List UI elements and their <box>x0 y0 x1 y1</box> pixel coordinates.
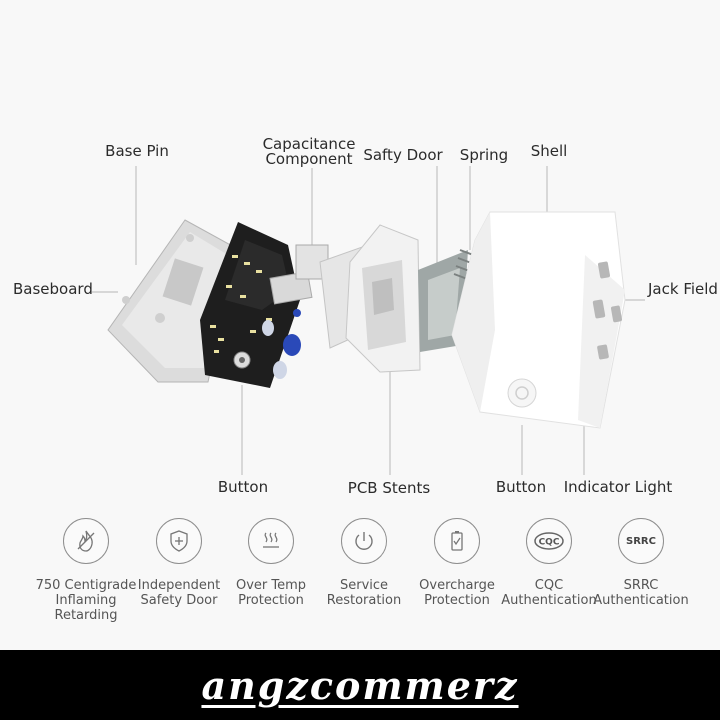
feature-flame-retarding: 750 Centigrade Inflaming Retarding <box>34 518 138 623</box>
feature-label: Service Restoration <box>326 578 402 608</box>
feature-safety-door: Independent Safety Door <box>127 518 231 608</box>
shell-part <box>451 211 626 429</box>
pcb-board-part <box>200 222 329 388</box>
pcb-stent-part <box>319 224 421 373</box>
callout-capacitance-component: Capacitance Component <box>262 135 356 168</box>
callout-pcb-stents: PCB Stents <box>347 479 431 497</box>
exploded-plug-illustration <box>92 166 645 475</box>
cqc-badge-text: CQC <box>539 538 560 548</box>
feature-label: SRRC Authentication <box>593 578 689 608</box>
flame-retardant-icon <box>63 518 109 564</box>
feature-label: CQC Authentication <box>501 578 597 608</box>
brand-footer: angzcommerz <box>0 650 720 720</box>
callout-button-left: Button <box>217 478 269 496</box>
callout-spring: Spring <box>459 146 509 164</box>
shield-plus-icon <box>156 518 202 564</box>
callout-jack-field: Jack Field <box>648 280 718 298</box>
srrc-badge-text: SRRC <box>626 535 656 547</box>
power-icon <box>341 518 387 564</box>
callout-safety-door: Safty Door <box>363 146 443 164</box>
brand-logo: angzcommerz <box>201 662 519 708</box>
cqc-badge-icon: CQC <box>526 518 572 564</box>
feature-overcharge-protection: Overcharge Protection <box>405 518 509 608</box>
callout-base-pin: Base Pin <box>105 142 169 160</box>
srrc-badge-icon: SRRC <box>618 518 664 564</box>
callout-button-right: Button <box>495 478 547 496</box>
callout-baseboard: Baseboard <box>13 280 93 298</box>
feature-over-temp: Over Temp Protection <box>219 518 323 608</box>
feature-cqc: CQC CQC Authentication <box>497 518 601 608</box>
feature-label: Over Temp Protection <box>235 578 307 608</box>
product-diagram: Base Pin Capacitance Component Safty Doo… <box>13 135 718 623</box>
callout-shell: Shell <box>530 142 568 160</box>
feature-label: Overcharge Protection <box>419 578 495 608</box>
feature-label: Independent Safety Door <box>137 578 221 608</box>
heat-waves-icon <box>248 518 294 564</box>
feature-srrc: SRRC SRRC Authentication <box>589 518 693 608</box>
feature-label: 750 Centigrade Inflaming Retarding <box>35 578 137 623</box>
battery-check-icon <box>434 518 480 564</box>
callout-indicator-light: Indicator Light <box>563 478 673 496</box>
feature-service-restoration: Service Restoration <box>312 518 416 608</box>
